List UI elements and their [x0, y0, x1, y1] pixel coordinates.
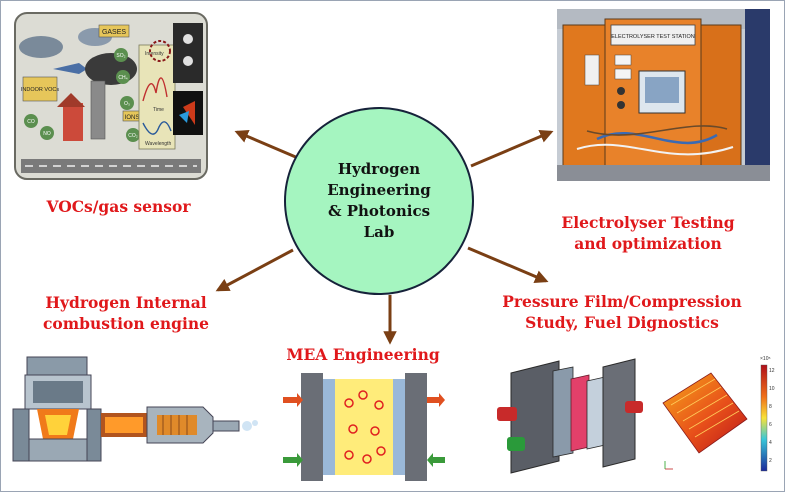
label-line: MEA Engineering: [286, 345, 440, 364]
label-line: combustion engine: [42, 314, 210, 333]
axis-intensity: Intensity: [145, 51, 164, 57]
voc-sensor-label: VOCs/gas sensor: [31, 196, 206, 217]
compression-heatmap: ×10⁵ 12 10 8 6 4 2: [655, 351, 779, 479]
engine-label: Hydrogen Internal combustion engine: [21, 292, 231, 334]
molecule-co: CO: [27, 119, 35, 125]
colorbar-tick-8: 8: [769, 404, 772, 410]
electrolyser-label: Electrolyser Testing and optimization: [543, 212, 753, 254]
gases-tag: GASES: [102, 29, 126, 36]
arrow-to-engine: [215, 248, 294, 292]
arrow-to-pressure-study: [467, 246, 549, 284]
axis-wavelength: Wavelength: [145, 141, 171, 147]
label-line: Pressure Film/Compression: [502, 292, 742, 311]
hub-line: Hydrogen: [337, 160, 421, 178]
molecule-co2: CO₂: [128, 133, 138, 139]
arrow-to-electrolyser: [470, 130, 554, 168]
voc-sensor-illustration: GASES INDOOR VOCs CO NO O₃ CO₂ SO₂ CH₄ I…: [14, 12, 208, 180]
ions-tag: IONS: [125, 115, 140, 121]
hub-title: Hydrogen Engineering & Photonics Lab: [304, 159, 454, 243]
colorbar-tick-4: 4: [769, 440, 772, 446]
electrolyser-photo: ELECTROLYSER TEST STATION: [557, 9, 770, 181]
indoor-vocs-tag: INDOOR VOCs: [21, 87, 59, 93]
molecule-so2: SO₂: [116, 53, 125, 59]
label-line: Study, Fuel Dignostics: [525, 313, 719, 332]
colorbar-exponent: ×10⁵: [760, 356, 771, 362]
molecule-ch4: CH₄: [118, 75, 127, 81]
label-line: Hydrogen Internal: [45, 293, 207, 312]
label-line: Electrolyser Testing: [561, 213, 735, 232]
molecule-o3: O₃: [124, 101, 130, 107]
molecule-no: NO: [43, 131, 51, 137]
axis-time: Time: [153, 107, 164, 113]
mea-label: MEA Engineering: [273, 344, 453, 365]
hub-line: Engineering: [327, 181, 431, 199]
arrow-to-voc-sensor: [234, 130, 299, 160]
colorbar-tick-2: 2: [769, 458, 772, 464]
mea-illustration: [283, 373, 445, 483]
engine-illustration: [7, 351, 259, 467]
colorbar-tick-6: 6: [769, 422, 772, 428]
colorbar-tick-12: 12: [769, 368, 775, 374]
hub-line: & Photonics: [327, 202, 431, 220]
lab-hub-circle: Hydrogen Engineering & Photonics Lab: [284, 107, 474, 295]
label-line: and optimization: [574, 234, 722, 253]
fuel-cell-stack-illustration: [493, 351, 651, 477]
cabinet-sign: ELECTROLYSER TEST STATION: [611, 34, 695, 40]
hub-line: Lab: [363, 223, 395, 241]
label-line: VOCs/gas sensor: [46, 197, 191, 216]
pressure-study-label: Pressure Film/Compression Study, Fuel Di…: [487, 291, 757, 333]
colorbar-tick-10: 10: [769, 386, 775, 392]
